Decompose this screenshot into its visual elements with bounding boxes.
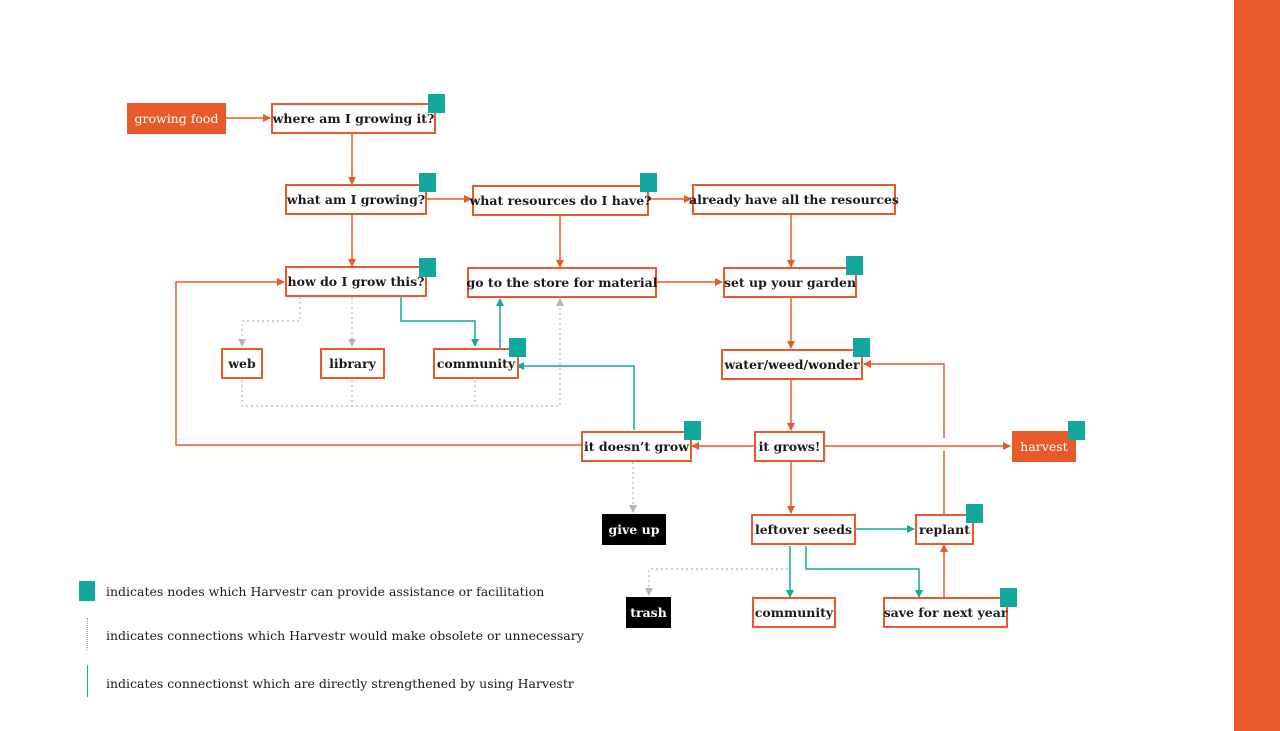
- edge-how-to-web: [238, 297, 301, 347]
- node-save-next-year: save for next year: [883, 597, 1008, 628]
- legend-dotted-line-icon: [87, 618, 88, 650]
- legend-strengthened-text: indicates connectionst which are directl…: [106, 676, 574, 691]
- assist-badge: [846, 256, 863, 275]
- node-trash: trash: [626, 597, 671, 628]
- assist-badge: [428, 94, 445, 113]
- node-library: library: [320, 348, 385, 379]
- edge-replant-to-water: [864, 364, 945, 515]
- node-give-up: give up: [602, 514, 666, 545]
- node-go-store: go to the store for material: [467, 267, 658, 298]
- assist-badge: [419, 173, 436, 192]
- edge-leftover-to-save: [805, 546, 923, 598]
- page-title: HOW WE CAN HELP: [1227, 0, 1280, 676]
- node-what-growing: what am I growing?: [285, 184, 427, 215]
- edge-doesnt-to-how: [175, 278, 581, 446]
- node-harvest: harvest: [1012, 431, 1076, 462]
- assist-badge: [419, 258, 436, 277]
- node-community-top: community: [433, 348, 519, 379]
- node-already-have: already have all the resources: [689, 184, 899, 215]
- node-set-up-garden: set up your garden: [723, 267, 857, 298]
- node-leftover-seeds: leftover seeds: [751, 514, 856, 545]
- node-it-grows: it grows!: [754, 431, 825, 462]
- assist-badge: [853, 338, 870, 357]
- node-web: web: [221, 348, 263, 379]
- assist-badge: [509, 338, 526, 357]
- assist-badge: [684, 421, 701, 440]
- sidebar-band: [1234, 0, 1280, 731]
- edge-how-to-community: [400, 297, 479, 347]
- legend-assist-text: indicates nodes which Harvestr can provi…: [106, 584, 545, 599]
- assist-badge: [1068, 421, 1085, 440]
- legend-obsolete-text: indicates connections which Harvestr wou…: [106, 628, 584, 643]
- node-how-grow: how do I grow this?: [285, 266, 427, 297]
- edge-leftover-to-trash: [645, 546, 791, 596]
- assist-badge: [966, 504, 983, 523]
- node-what-resources: what resources do I have?: [470, 185, 652, 216]
- node-growing-food: growing food: [127, 103, 226, 134]
- legend-teal-line-icon: [87, 665, 88, 697]
- edge-sources-to-store: [241, 298, 564, 407]
- legend-teal-square-icon: [79, 581, 95, 601]
- node-where-growing: where am I growing it?: [271, 103, 436, 134]
- node-doesnt-grow: it doesn’t grow: [581, 431, 692, 462]
- assist-badge: [1000, 588, 1017, 607]
- node-water-weed: water/weed/wonder: [721, 349, 863, 380]
- node-replant: replant: [915, 514, 974, 545]
- edge-doesnt-to-community: [516, 362, 635, 430]
- node-community-bottom: community: [752, 597, 836, 628]
- assist-badge: [640, 173, 657, 192]
